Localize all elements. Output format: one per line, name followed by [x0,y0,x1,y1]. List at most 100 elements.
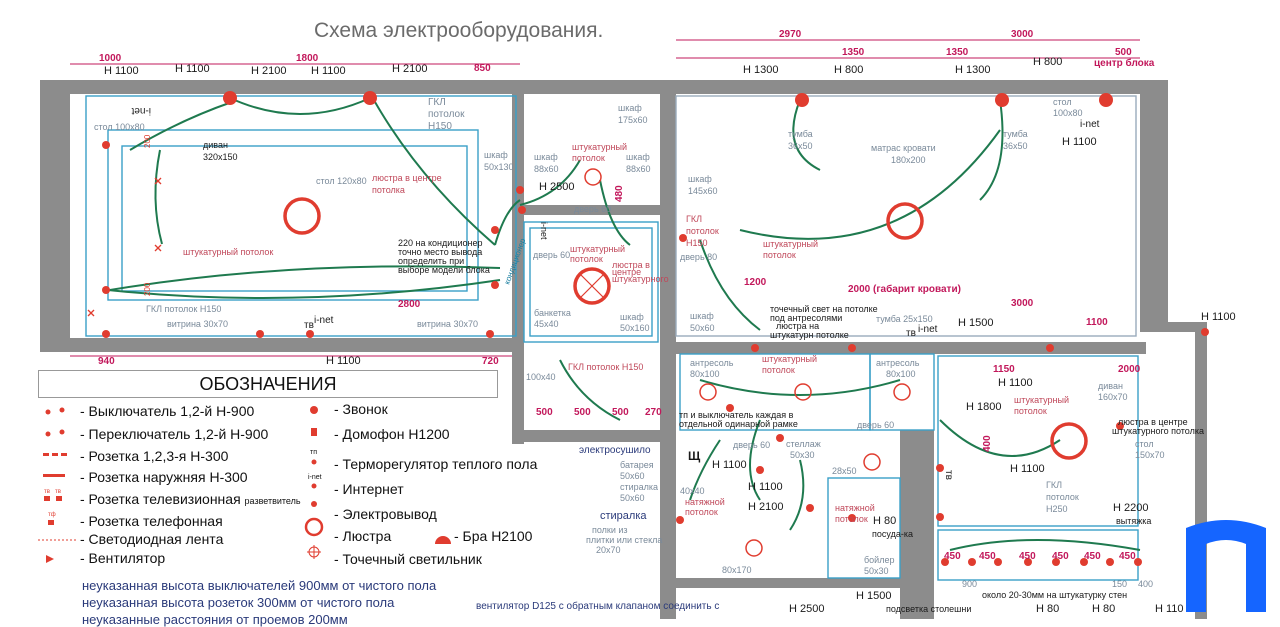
chandelier-bedroom [886,202,924,240]
d-28x50: 28х50 [832,466,857,476]
dim-200b: 200 [143,282,152,296]
h-1800-kitchen: Н 1800 [966,401,1001,413]
chandelier-kitchen-note-2: штукатурного потолка [1112,426,1204,436]
wardrobe-corridor-3-size: 88х60 [626,164,651,174]
dim-1100-bedroom: 1100 [1086,317,1108,328]
gkl-bedroom-1: ГКЛ [686,214,702,224]
antresol-1: антресоль [690,358,734,368]
legend-chandelier: - Люстра [334,528,392,544]
legend-title: ОБОЗНАЧЕНИЯ [38,370,498,398]
wardrobe-corridor-2: шкаф [534,152,558,162]
wardrobe-bedroom-2: шкаф [690,311,714,321]
wardrobe-corridor-1: шкаф [618,103,642,113]
batarea: батарея [620,460,654,470]
wardrobe-living-size: 50х130 [484,162,514,172]
legend-spotlight: - Точечный светильник [334,551,482,567]
brand-logo-icon [1186,520,1266,612]
polki-2: плитки или стекла [586,535,662,545]
vytyazhka: вытяжка [1116,516,1151,526]
dim-1200: 1200 [744,277,767,288]
door-hall: дверь 60 [533,250,570,260]
stol-kitchen: стол [1135,439,1154,449]
chandelier-icon [304,517,324,537]
wardrobe-corridor-3: шкаф [626,152,650,162]
d-900: 900 [962,579,977,589]
h-80-lower: Н 80 [873,515,896,527]
legend-phone-socket: - Розетка телефонная [80,513,223,529]
legend-bell: - Звонок [334,401,388,417]
intercom-icon [311,428,317,436]
stol-small: стол 120х80 [316,176,367,186]
legend: ОБОЗНАЧЕНИЯ тв тв тф - Выключатель 1,2-й… [38,370,537,627]
wardrobe-bedroom-size: 145х60 [688,186,718,196]
wardrobe-corridor-2-size: 88х60 [534,164,559,174]
divan-kitchen-size: 160х70 [1098,392,1128,402]
tumba-2-size: 36х50 [1003,141,1028,151]
legend-toggle-switch: - Переключатель 1,2-й Н-900 [80,426,269,442]
dim-940: 940 [98,356,115,367]
wardrobe-hall-size: 50х160 [620,323,650,333]
h-80a-kitchen: Н 80 [1036,603,1059,615]
natyazh-1b: потолок [685,507,718,517]
ventilator-note: вентилятор D125 с обратным клапаном соед… [476,600,719,612]
plaster-lower: штукатурный [762,354,817,364]
natyazh-2: натяжной [835,503,875,513]
vitrina-2: витрина 30х70 [417,319,478,329]
h-1100b-lower: Н 1100 [748,481,783,493]
dim-480: 480 [614,185,625,202]
dim-450-6: 450 [1119,551,1136,562]
sofa-size: 320х150 [203,152,238,162]
chandelier-kitchen-note: люстра в центре [1118,417,1188,427]
sockets [102,141,1209,524]
dim-450-1: 450 [944,551,961,562]
h-1100-right: Н 1100 [1201,311,1236,323]
tv-socket-icon [44,496,62,501]
walls [40,80,1207,619]
legend-outdoor-socket: - Розетка наружняя Н-300 [80,469,248,485]
gkl-kitchen: ГКЛ [1046,480,1062,490]
h-2500-corridor: Н 2500 [539,181,574,193]
chandelier-note-2: штукатурн потолке [770,330,849,340]
plaster-kitchen: штукатурный [1014,395,1069,405]
natyazh-2b: потолок [835,514,868,524]
top-dimension-lines [70,39,1140,65]
spot-lights [584,168,911,557]
inet-corridor: i-net [539,222,549,240]
h-2500-lower: Н 2500 [789,603,824,615]
dim-450-3: 450 [1019,551,1036,562]
x-markers [87,177,162,317]
dim-500-b: 500 [574,407,591,418]
gkl-living-2: потолок [428,109,465,120]
dim-500-a: 500 [536,407,553,418]
table-bedroom-size: 100х80 [1053,108,1083,118]
wardrobe-bedroom: шкаф [688,174,712,184]
stellazh-size: 50х30 [790,450,815,460]
legend-thermostat: - Терморегулятор теплого пола [334,456,538,472]
polki-3: 20х70 [596,545,621,555]
h-2100-a: Н 2100 [251,65,286,77]
wardrobe-hall: шкаф [620,312,644,322]
podsvetka: подсветка столешни [886,604,971,614]
h-1100c-kitchen: Н 110 [1155,603,1184,615]
svg-text:тф: тф [48,512,56,518]
phone-socket-icon [48,520,54,525]
door-lower-b: дверь 60 [857,420,894,430]
bed-label: матрас кровати [871,143,936,153]
door-corridor: дверь 60 [574,204,611,214]
dim-400: 400 [982,435,993,452]
legend-led-strip: - Светодиодная лента [80,531,224,547]
socket-icon [43,453,49,456]
chandelier-hall [573,267,611,305]
dim-1350b: 1350 [946,47,969,58]
tp-note-1: тп и выключатель каждая в [679,410,794,420]
legend-symbols: тв тв тф [38,407,78,563]
plaster-bedroom-2: потолок [763,250,796,260]
d-400b: 400 [1138,579,1153,589]
dim-2000: 2000 [1118,364,1141,375]
h-2200-kitchen: Н 2200 [1113,502,1148,514]
plaster-corridor: штукатурный [572,142,627,152]
ac-note-3: определить при [398,256,464,266]
dim-450-4: 450 [1052,551,1069,562]
sofa-label: диван [203,140,228,150]
chandelier-kitchen [1050,422,1088,460]
